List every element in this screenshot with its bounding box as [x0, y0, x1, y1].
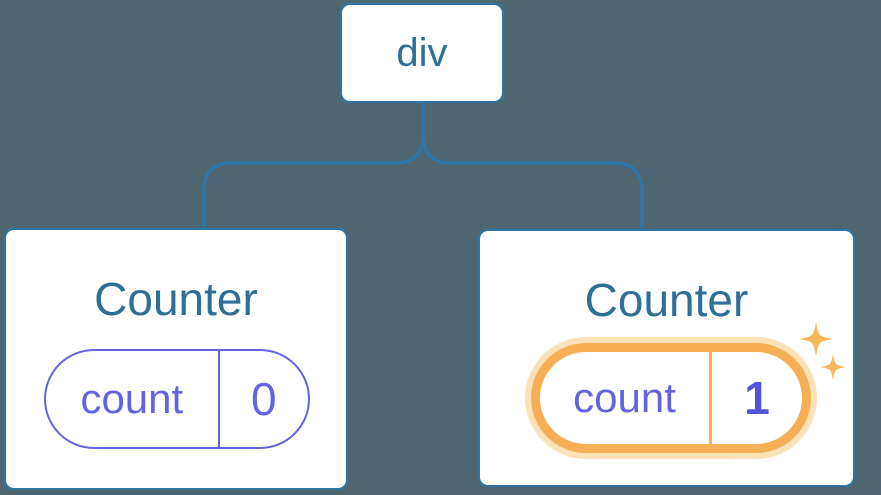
- state-pill-plain: count 0: [44, 349, 310, 449]
- state-value: 0: [217, 351, 308, 447]
- counter-title: Counter: [584, 274, 749, 326]
- root-node-label: div: [396, 31, 448, 75]
- counter-title: Counter: [94, 273, 258, 325]
- connector-left-branch: [202, 103, 425, 229]
- state-pill-highlighted: count 1: [531, 343, 811, 453]
- counter-card-left: Counter count 0: [4, 228, 348, 490]
- state-value: 1: [709, 352, 802, 444]
- state-key-label: count: [80, 375, 184, 422]
- connector-right-branch: [421, 103, 644, 230]
- root-node-div: div: [340, 3, 504, 103]
- counter-card-right: Counter count 1: [478, 229, 855, 487]
- state-key-label: count: [573, 374, 676, 421]
